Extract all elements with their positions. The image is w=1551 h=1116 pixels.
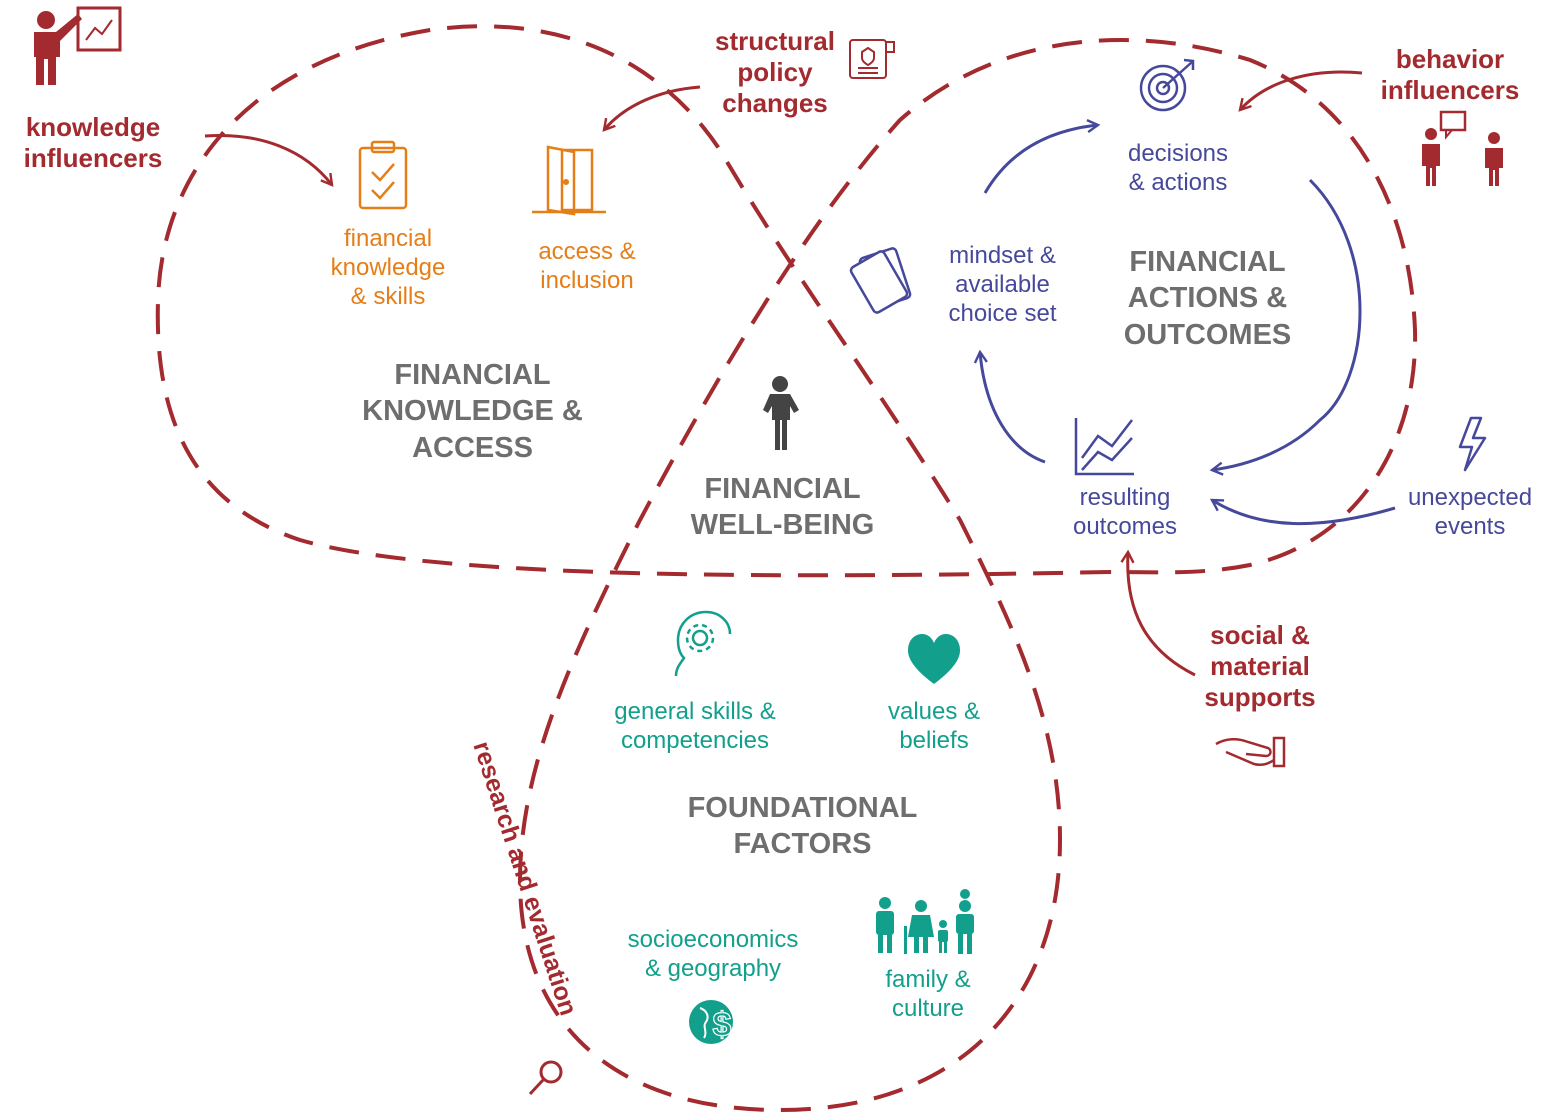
magnifier-icon (528, 1060, 563, 1096)
cards-icon (849, 247, 912, 314)
social-supports-label: social & material supports (1204, 620, 1316, 713)
general-skills-label: general skills & competencies (614, 698, 776, 754)
values-beliefs-label: values & beliefs (887, 698, 981, 754)
foundational-factors-title: FOUNDATIONAL FACTORS (687, 792, 918, 861)
cycle-arrow-to-mindset (973, 349, 1046, 464)
globe-dollar-icon: $ (689, 1000, 733, 1045)
financial-knowledge-label: financial knowledge & skills (330, 225, 446, 310)
target-arrow-icon (1139, 58, 1195, 112)
decisions-actions-label: decisions & actions (1127, 140, 1229, 196)
unexpected-events-label: unexpected events (1407, 484, 1533, 540)
financial-wellbeing-title: FINANCIAL WELL-BEING (690, 473, 875, 542)
unexpected-events-arrow (1209, 498, 1396, 526)
social-supports-arrow (1120, 549, 1196, 677)
teacher-presenting-icon (34, 6, 122, 85)
lightning-icon (1458, 416, 1487, 472)
svg-text:$: $ (713, 1006, 732, 1044)
open-door-icon (532, 145, 606, 216)
socioeconomics-geography-label: socioeconomics & geography (627, 926, 799, 982)
people-talking-icon (1422, 110, 1503, 186)
clipboard-checklist-icon (358, 140, 408, 210)
family-icon (876, 889, 974, 954)
structural-policy-arrow (602, 85, 701, 132)
actions-outcomes-title: FINANCIAL ACTIONS & OUTCOMES (1123, 246, 1292, 351)
knowledge-influencers-arrow (204, 133, 334, 187)
cycle-arrow-to-decisions (983, 119, 1101, 194)
person-icon (763, 376, 799, 450)
cycle-arrow-to-outcomes (1209, 178, 1362, 476)
knowledge-access-title: FINANCIAL KNOWLEDGE & ACCESS (362, 359, 583, 464)
access-inclusion-label: access & inclusion (538, 238, 636, 294)
structural-policy-label: structural policy changes (715, 26, 835, 119)
policy-document-icon (849, 39, 895, 79)
behavior-influencers-label: behavior influencers (1380, 44, 1520, 106)
growth-chart-icon (1074, 418, 1134, 476)
heart-icon (908, 634, 960, 684)
mindset-choice-label: mindset & available choice set (948, 242, 1057, 327)
resulting-outcomes-label: resulting outcomes (1072, 484, 1178, 540)
family-culture-label: family & culture (885, 966, 971, 1022)
hand-support-icon (1215, 736, 1286, 768)
knowledge-influencers-label: knowledge influencers (23, 112, 163, 174)
head-gear-icon (674, 610, 732, 677)
behavior-influencers-arrow (1238, 70, 1363, 112)
